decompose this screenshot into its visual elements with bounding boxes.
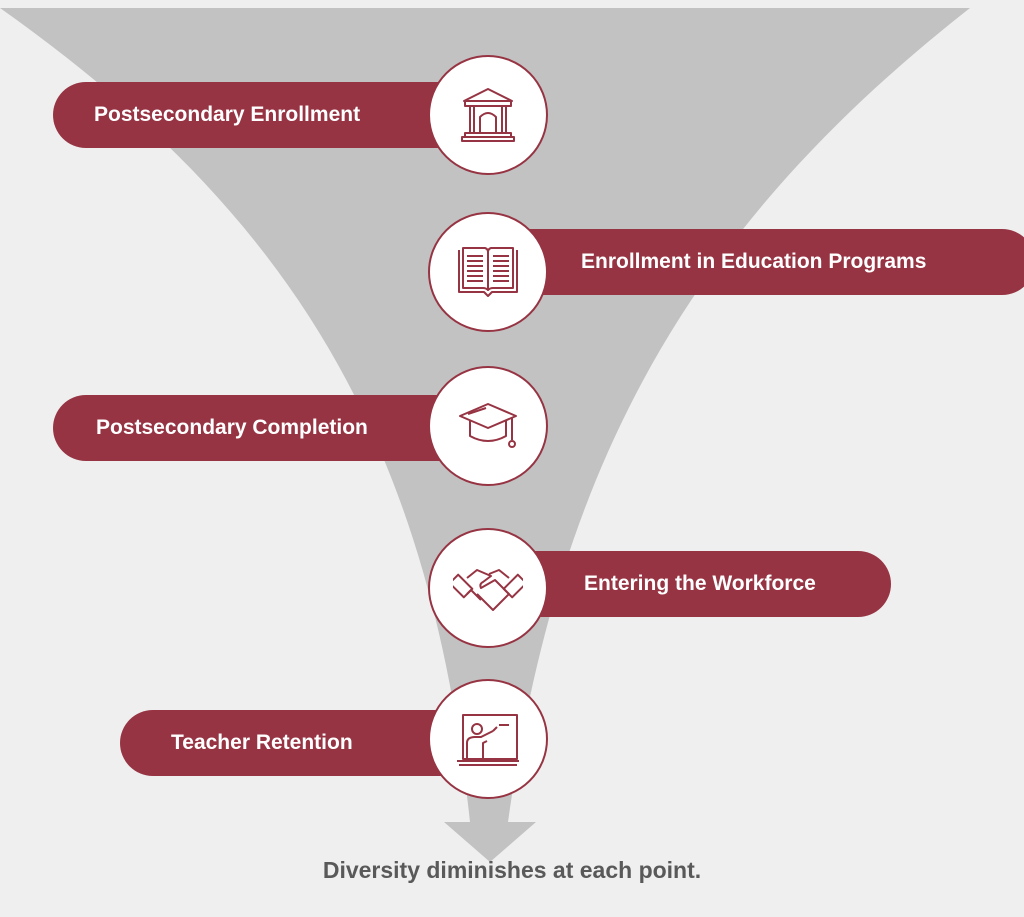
stage-circle [428,212,548,332]
stage-circle [428,528,548,648]
book-icon [458,247,518,297]
stage-label: Enrollment in Education Programs [581,250,927,273]
stage-pill-teacher-retention: Teacher Retention [120,710,473,776]
stage-pill-enrollment-in-education-programs: Enrollment in Education Programs [480,229,1024,295]
stage-label: Entering the Workforce [584,572,816,595]
stage-pill-entering-the-workforce: Entering the Workforce [480,551,891,617]
stage-pill-postsecondary-completion: Postsecondary Completion [53,395,473,461]
handshake-icon [453,569,523,611]
stage-circle [428,366,548,486]
stage-label: Postsecondary Enrollment [94,103,361,126]
stage-circle [428,679,548,799]
teacher-board-icon [457,714,519,766]
stage-pill-postsecondary-enrollment: Postsecondary Enrollment [53,82,473,148]
graduation-cap-icon [459,403,517,448]
building-icon [461,88,515,142]
stage-label: Postsecondary Completion [96,416,368,439]
stage-circle [428,55,548,175]
stage-label: Teacher Retention [171,731,353,754]
caption: Diversity diminishes at each point. [322,857,702,883]
